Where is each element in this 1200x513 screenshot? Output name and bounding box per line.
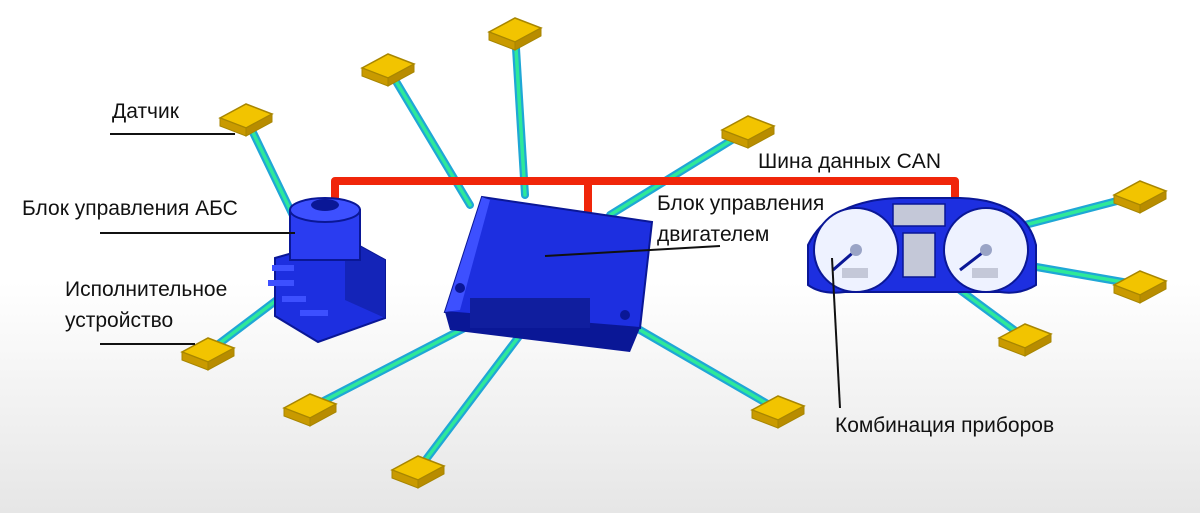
label-sensor: Датчик <box>112 100 179 123</box>
can-bus-line <box>331 177 959 215</box>
label-cluster: Комбинация приборов <box>835 414 1055 437</box>
engine-ecu-icon <box>443 195 654 352</box>
label-can-bus: Шина данных CAN <box>758 150 941 173</box>
label-ecu-line2: двигателем <box>657 223 770 246</box>
label-abs-unit: Блок управления АБС <box>22 197 238 220</box>
instrument-cluster-icon <box>807 197 1037 294</box>
abs-unit-icon <box>268 197 386 344</box>
label-actuator-line1: Исполнительное <box>65 278 228 301</box>
leader-lines <box>100 133 841 409</box>
label-ecu-line1: Блок управления <box>657 192 825 215</box>
label-actuator-line2: устройство <box>65 309 174 332</box>
